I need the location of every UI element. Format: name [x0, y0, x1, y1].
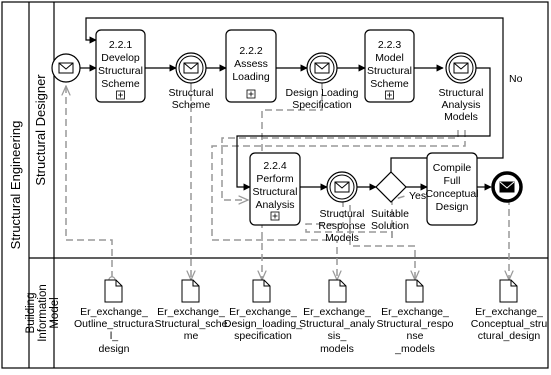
event-label-design-loading-line-1: Design Loading — [286, 87, 359, 99]
event-label-structural-scheme-line-1: Structural — [169, 87, 214, 99]
task-2-2-1-line-4: Scheme — [101, 78, 140, 90]
doc-4-line-4: models — [320, 343, 354, 355]
data-object-conceptual-structural-design[interactable]: Er_exchange_ Conceptual_stru ctural_desi… — [471, 279, 548, 342]
association-start-outline — [66, 86, 112, 280]
document-icon — [252, 279, 271, 303]
start-message-event[interactable] — [51, 53, 81, 83]
task-2-2-2-line-2: Assess — [234, 58, 268, 70]
event-label-response-models-line-2: Response — [318, 220, 365, 232]
task-2-2-1[interactable]: 2.2.1 Develop Structural Scheme — [95, 29, 146, 103]
intermediate-event-structural-scheme[interactable]: Structural Scheme — [169, 52, 214, 111]
pool-label: Structural Engineering — [8, 121, 23, 250]
document-icon — [328, 279, 347, 303]
task-2-2-3-line-2: Model — [375, 52, 404, 64]
flow-gateway-no-loop — [85, 17, 504, 172]
doc-3-line-2: Design_loading_ — [224, 318, 302, 330]
task-2-2-4-line-1: 2.2.4 — [263, 160, 287, 172]
document-icon — [181, 279, 200, 303]
lane-label-structural-designer: Structural Designer — [33, 74, 48, 186]
lane-label-bim-line-1: Building — [25, 293, 37, 334]
doc-5-line-3: nse — [407, 330, 424, 342]
task-2-2-4[interactable]: 2.2.4 Perform Structural Analysis — [249, 152, 301, 226]
task-compile-line-1: Compile — [433, 162, 472, 174]
task-2-2-2-line-3: Loading — [232, 71, 270, 83]
task-2-2-1-line-1: 2.2.1 — [109, 39, 133, 51]
task-compile-line-3: Conceptual — [425, 188, 478, 200]
document-icon — [405, 279, 424, 303]
envelope-icon — [183, 62, 199, 74]
data-object-structural-response-models[interactable]: Er_exchange_ Structural_respo nse _model… — [376, 279, 454, 355]
doc-6-line-3: ctural_design — [478, 330, 541, 342]
sequence-flows — [80, 17, 504, 191]
doc-3-line-1: Er_exchange_ — [229, 306, 297, 318]
event-label-analysis-models-line-1: Structural — [439, 87, 484, 99]
doc-6-line-1: Er_exchange_ — [475, 306, 543, 318]
task-compile-full-conceptual-design[interactable]: Compile Full Conceptual Design — [425, 152, 479, 226]
envelope-icon — [314, 62, 330, 74]
envelope-icon — [334, 181, 350, 193]
task-2-2-4-line-2: Perform — [256, 173, 294, 185]
doc-1-line-2: Outline_structura — [74, 318, 154, 330]
envelope-icon — [58, 62, 74, 74]
task-compile-line-4: Design — [436, 201, 469, 213]
doc-2-line-1: Er_exchange_ — [157, 306, 225, 318]
doc-4-line-3: sis_ — [328, 330, 347, 342]
gateway-label-line-1: Suitable — [371, 208, 409, 220]
intermediate-event-response-models[interactable]: Structural Response Models — [318, 171, 366, 244]
association-analysis-models-in — [221, 130, 459, 200]
gateway-suitable-solution[interactable]: Suitable Solution Yes No — [371, 73, 523, 232]
flow-analysis-models-to-2-2-4 — [236, 67, 491, 191]
end-message-event[interactable] — [491, 171, 523, 203]
doc-1-line-4: design — [99, 343, 130, 355]
task-compile-line-2: Full — [444, 175, 461, 187]
doc-5-line-4: _models — [394, 343, 435, 355]
doc-2-line-3: me — [184, 330, 199, 342]
task-2-2-3-line-4: Scheme — [370, 78, 409, 90]
task-2-2-4-line-3: Structural — [253, 186, 298, 198]
intermediate-event-design-loading[interactable]: Design Loading Specification — [286, 52, 359, 111]
event-label-structural-scheme-line-2: Scheme — [172, 99, 211, 111]
lane-label-bim-line-3: Model — [49, 297, 61, 328]
doc-4-line-2: Structural_analy — [299, 318, 376, 330]
task-2-2-3-line-3: Structural — [367, 65, 412, 77]
doc-1-line-3: l_ — [110, 330, 118, 342]
event-label-response-models-line-3: Models — [325, 232, 359, 244]
task-2-2-3[interactable]: 2.2.3 Model Structural Scheme — [364, 29, 415, 103]
gateway-yes-label: Yes — [409, 190, 426, 202]
event-label-design-loading-line-2: Specification — [292, 99, 352, 111]
task-2-2-2[interactable]: 2.2.2 Assess Loading — [225, 29, 277, 103]
association-analysis-models-out — [211, 130, 466, 280]
task-2-2-1-line-3: Structural — [98, 65, 143, 77]
doc-3-line-3: specification — [234, 330, 292, 342]
task-2-2-2-line-1: 2.2.2 — [239, 45, 263, 57]
event-label-analysis-models-line-3: Models — [444, 111, 478, 123]
data-object-structural-scheme[interactable]: Er_exchange_ Structural_sche me — [155, 279, 228, 342]
data-object-design-loading-specification[interactable]: Er_exchange_ Design_loading_ specificati… — [224, 279, 302, 342]
doc-1-line-1: Er_exchange_ — [80, 306, 148, 318]
envelope-icon — [453, 62, 469, 74]
task-2-2-4-line-4: Analysis — [255, 199, 294, 211]
association-response-models-out — [349, 205, 415, 280]
doc-5-line-2: Structural_respo — [376, 318, 453, 330]
task-2-2-3-line-1: 2.2.3 — [378, 39, 402, 51]
gateway-label-line-2: Solution — [371, 220, 409, 232]
lane-label-bim-line-2: Information — [37, 284, 49, 342]
event-label-response-models-line-1: Structural — [320, 208, 365, 220]
doc-2-line-2: Structural_sche — [155, 318, 228, 330]
doc-4-line-1: Er_exchange_ — [303, 306, 371, 318]
data-object-outline-structural-design[interactable]: Er_exchange_ Outline_structura l_ design — [74, 279, 154, 355]
document-icon — [104, 279, 123, 303]
event-label-analysis-models-line-2: Analysis — [441, 99, 480, 111]
doc-6-line-2: Conceptual_stru — [471, 318, 548, 330]
envelope-filled-icon — [499, 181, 515, 193]
intermediate-event-analysis-models[interactable]: Structural Analysis Models — [439, 52, 484, 123]
data-object-structural-analysis-models[interactable]: Er_exchange_ Structural_analy sis_ model… — [299, 279, 376, 355]
task-2-2-1-line-2: Develop — [101, 52, 140, 64]
lane-label-bim: Building Information Model — [25, 284, 61, 342]
document-icon — [499, 279, 518, 303]
doc-5-line-1: Er_exchange_ — [381, 306, 449, 318]
gateway-no-label: No — [509, 73, 523, 85]
